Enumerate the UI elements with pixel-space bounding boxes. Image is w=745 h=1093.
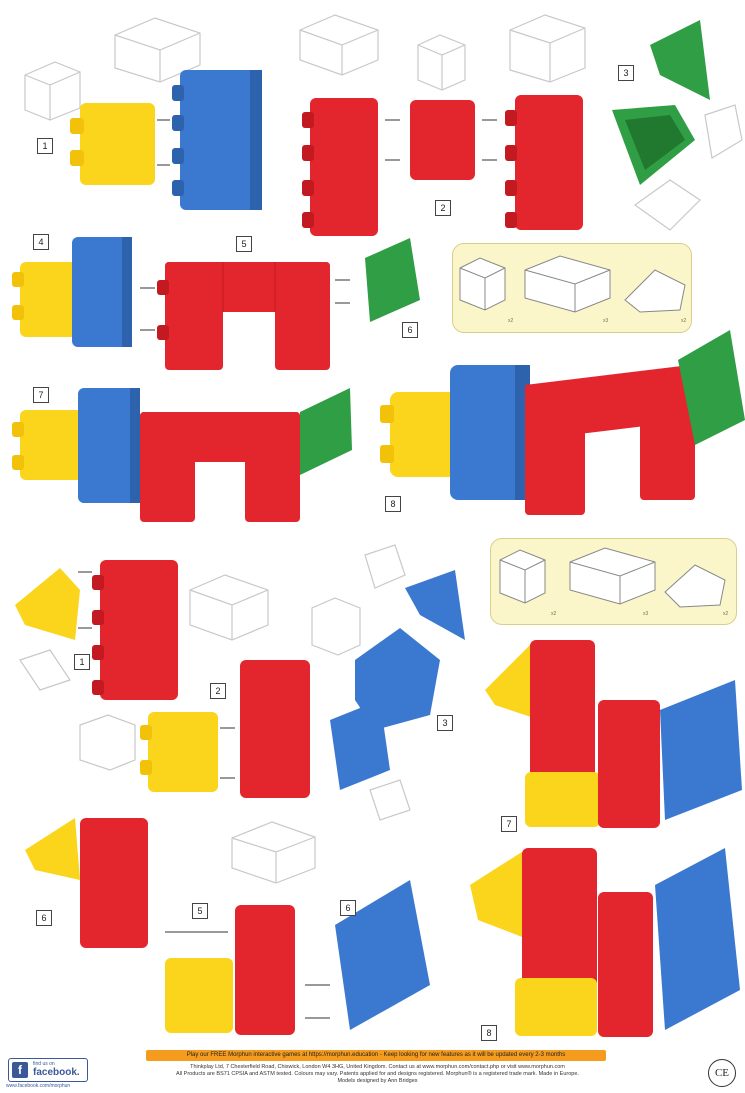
step-number-3: 3 xyxy=(618,65,634,81)
legend-panel-top: x2 x3 x2 xyxy=(452,243,692,333)
step-number-1: 1 xyxy=(37,138,53,154)
step-number-2: 2 xyxy=(210,683,226,699)
step8-model xyxy=(380,330,745,515)
b-step6 xyxy=(25,818,148,948)
ce-mark: CE xyxy=(708,1059,736,1087)
step1-yellow-brick xyxy=(70,103,155,185)
b-step5 xyxy=(165,905,295,1035)
facebook-icon: f xyxy=(12,1062,28,1078)
legend-panel-bottom: x2 x3 x2 xyxy=(490,538,737,625)
footer-line-2: All Products are BS71 CPSIA and ASTM tes… xyxy=(120,1071,635,1078)
step1-blue-brick xyxy=(172,70,262,210)
b-step8 xyxy=(470,848,740,1037)
step-number-2: 2 xyxy=(435,200,451,216)
facebook-wordmark: facebook. xyxy=(33,1067,80,1078)
legend-qty-1: x2 xyxy=(508,318,513,324)
step-number-7: 7 xyxy=(33,387,49,403)
legend-qty-2: x3 xyxy=(643,611,648,617)
legend-qty-3: x2 xyxy=(723,611,728,617)
step-number-6: 6 xyxy=(340,900,356,916)
footer-line-3: Models designed by Ann Bridges xyxy=(120,1078,635,1085)
footer-line-1: Thinkplay Ltd, 7 Chesterfield Road, Chis… xyxy=(120,1064,635,1071)
step6-green-wedge xyxy=(365,238,420,322)
legend-qty-3: x2 xyxy=(681,318,686,324)
step-number-6: 6 xyxy=(36,910,52,926)
step-number-4: 4 xyxy=(33,234,49,250)
step4-yellow-blue xyxy=(12,237,132,347)
b-step7 xyxy=(485,640,742,828)
promo-banner[interactable]: Play our FREE Morphun interactive games … xyxy=(146,1050,606,1061)
step-number-3: 3 xyxy=(437,715,453,731)
b-step3-blue xyxy=(330,570,465,790)
step-number-8: 8 xyxy=(385,496,401,512)
step-number-1: 1 xyxy=(74,654,90,670)
step3-green-wedges xyxy=(612,20,710,185)
legend-qty-1: x2 xyxy=(551,611,556,617)
facebook-badge[interactable]: f find us on facebook. xyxy=(8,1058,88,1082)
step-number-7: 7 xyxy=(501,816,517,832)
facebook-url[interactable]: www.facebook.com/morphun xyxy=(6,1083,70,1089)
step-number-5: 5 xyxy=(192,903,208,919)
step-number-8: 8 xyxy=(481,1025,497,1041)
legend-qty-2: x3 xyxy=(603,318,608,324)
step-number-6: 6 xyxy=(402,322,418,338)
step5-red-arch xyxy=(157,262,330,370)
step-number-5: 5 xyxy=(236,236,252,252)
step7-model xyxy=(12,388,352,522)
